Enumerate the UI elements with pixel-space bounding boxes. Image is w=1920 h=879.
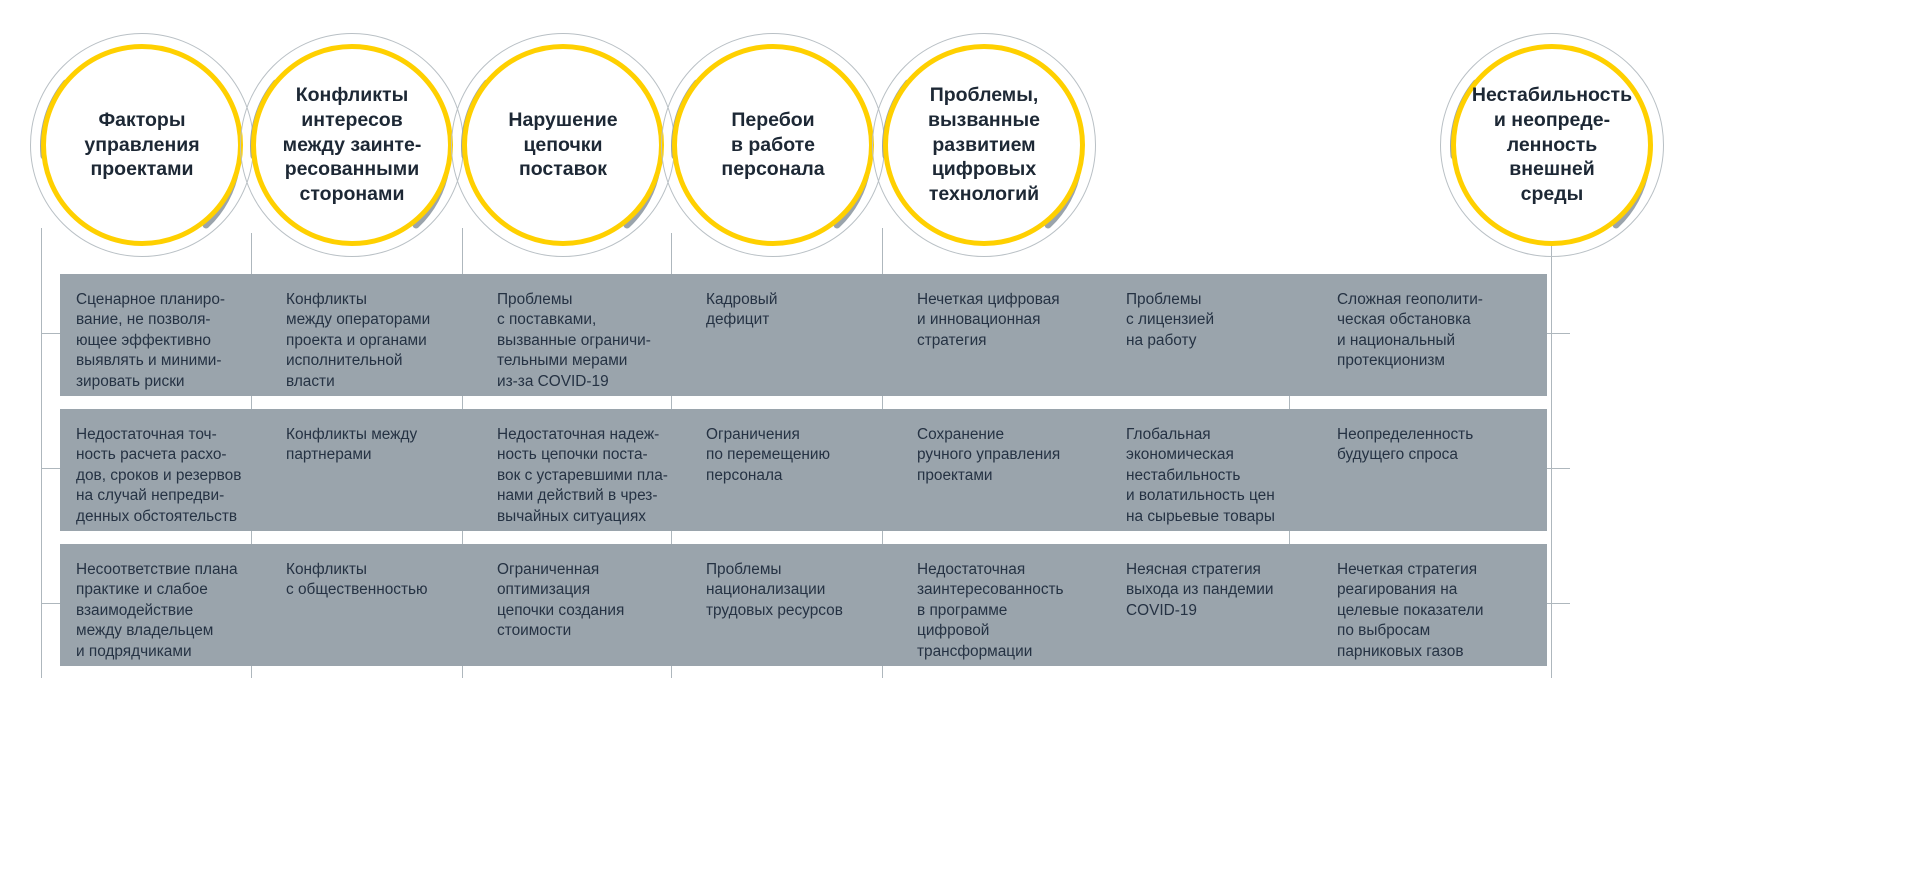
factor-box[interactable]: Конфликты между партнерами <box>270 409 496 531</box>
factor-box[interactable]: Проблемы с поставками, вызванные огранич… <box>481 274 707 396</box>
factor-box[interactable]: Глобальная экономическая нестабильность … <box>1110 409 1336 531</box>
circle-yellow-ring <box>883 44 1085 246</box>
factor-box[interactable]: Неясная стратегия выхода из пандемии COV… <box>1110 544 1336 666</box>
factor-box[interactable]: Недостаточная точ- ность расчета расхо- … <box>60 409 286 531</box>
factor-box[interactable]: Конфликты между операторами проекта и ор… <box>270 274 496 396</box>
circle-yellow-ring <box>251 44 453 246</box>
factor-box[interactable]: Проблемы национализации трудовых ресурсо… <box>690 544 916 666</box>
factor-box[interactable]: Сложная геополити- ческая обстановка и н… <box>1321 274 1547 396</box>
connector-stub-col-1-row-3 <box>41 603 60 604</box>
circle-label-1: Факторы управления проектами <box>84 108 200 181</box>
factor-box[interactable]: Нечеткая стратегия реагирования на целев… <box>1321 544 1547 666</box>
connector-stub-col-1-row-1 <box>41 333 60 334</box>
factor-box[interactable]: Конфликты с общественностью <box>270 544 496 666</box>
circle-label-3: Нарушение цепочки поставок <box>508 108 618 181</box>
factor-box[interactable]: Сохранение ручного управления проектами <box>901 409 1127 531</box>
circle-node-2[interactable]: Конфликты интересов между заинте- ресова… <box>240 33 464 257</box>
factor-box[interactable]: Неопределенность будущего спроса <box>1321 409 1547 531</box>
circle-node-4[interactable]: Перебои в работе персонала <box>661 33 885 257</box>
circle-outer-ring <box>872 33 1096 257</box>
factor-box[interactable]: Кадровый дефицит <box>690 274 916 396</box>
factor-box[interactable]: Ограничения по перемещению персонала <box>690 409 916 531</box>
factor-box[interactable]: Ограниченная оптимизация цепочки создани… <box>481 544 707 666</box>
connector-line-col-67-trunk <box>1551 228 1552 678</box>
circle-node-6[interactable]: Нестабильность и неопреде- ленность внеш… <box>1440 33 1664 257</box>
circle-label-6: Нестабильность и неопреде- ленность внеш… <box>1471 83 1633 206</box>
circle-outer-ring <box>1440 33 1664 257</box>
circle-label-2: Конфликты интересов между заинте- ресова… <box>282 83 422 206</box>
connector-line-col-1 <box>41 228 42 678</box>
connector-stub-col-7-row-1 <box>1551 333 1570 334</box>
circle-node-3[interactable]: Нарушение цепочки поставок <box>451 33 675 257</box>
connector-stub-col-1-row-2 <box>41 468 60 469</box>
circle-node-5[interactable]: Проблемы, вызванные развитием цифровых т… <box>872 33 1096 257</box>
connector-stub-col-7-row-3 <box>1551 603 1570 604</box>
circle-node-1[interactable]: Факторы управления проектами <box>30 33 254 257</box>
connector-stub-col-7-row-2 <box>1551 468 1570 469</box>
factor-box[interactable]: Недостаточная надеж- ность цепочки поста… <box>481 409 707 531</box>
factor-box[interactable]: Сценарное планиро- вание, не позволя- ющ… <box>60 274 286 396</box>
circle-label-5: Проблемы, вызванные развитием цифровых т… <box>928 83 1040 206</box>
circle-yellow-ring <box>1451 44 1653 246</box>
factor-box[interactable]: Нечеткая цифровая и инновационная страте… <box>901 274 1127 396</box>
circle-yellow-ring <box>672 44 874 246</box>
factor-box[interactable]: Проблемы с лицензией на работу <box>1110 274 1336 396</box>
factor-box[interactable]: Недостаточная заинтересованность в прогр… <box>901 544 1127 666</box>
factor-box[interactable]: Несоответствие плана практике и слабое в… <box>60 544 286 666</box>
circle-label-4: Перебои в работе персонала <box>721 108 825 181</box>
